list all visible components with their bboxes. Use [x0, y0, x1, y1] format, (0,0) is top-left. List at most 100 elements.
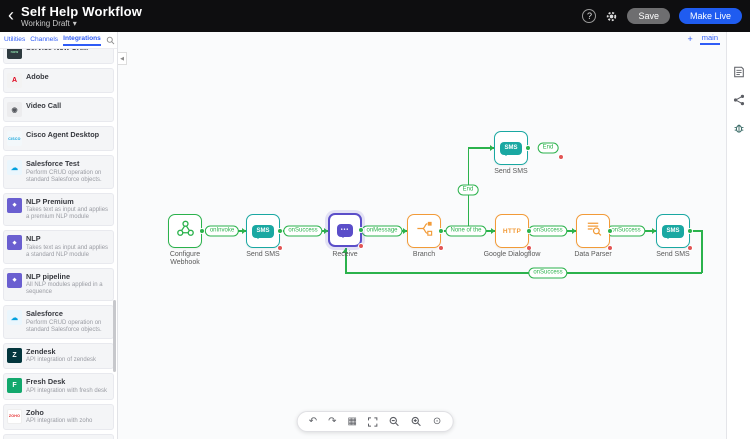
- node-label: Data Parser: [574, 251, 612, 258]
- item-desc: Perform CRUD operation on standard Sales…: [26, 319, 102, 333]
- item-name: NLP Premium: [26, 196, 74, 206]
- failure-port[interactable]: [277, 245, 283, 251]
- sidebar-item-video-call[interactable]: ◉ Video Call: [3, 97, 114, 122]
- undo-icon[interactable]: ↶: [308, 416, 318, 427]
- save-button[interactable]: Save: [627, 8, 670, 24]
- sidebar-item-nlp[interactable]: ◆ NLP Takes text as input and applies a …: [3, 230, 114, 264]
- item-name: Zoho: [26, 407, 44, 417]
- panel-tabs: Utilities Channels Integrations: [0, 32, 117, 49]
- share-icon[interactable]: [733, 94, 745, 106]
- item-name: Cisco Agent Desktop: [26, 130, 100, 139]
- tab-integrations[interactable]: Integrations: [63, 35, 101, 46]
- edge-arrow: [342, 249, 348, 253]
- fit-view-icon[interactable]: [368, 416, 378, 427]
- edge-label: onSuccess: [528, 267, 568, 279]
- item-desc: Takes text as input and applies a standa…: [26, 244, 109, 258]
- item-desc: API integration with zoho: [26, 418, 93, 424]
- edge-arrow: [652, 228, 656, 234]
- salesforce-icon: ☁: [7, 160, 22, 175]
- item-desc: API integration with fresh desk: [26, 387, 108, 394]
- workflow-status-dropdown[interactable]: Working Draft ▾: [21, 19, 142, 28]
- node-label: Branch: [412, 251, 436, 258]
- edge-label: onMessage: [361, 225, 403, 237]
- zoom-in-icon[interactable]: [411, 416, 422, 427]
- title-block: Self Help Workflow Working Draft ▾: [21, 4, 142, 28]
- nlp-icon: ◆: [7, 197, 22, 213]
- tab-channels[interactable]: Channels: [30, 36, 59, 43]
- canvas-toolbar: ↶ ↷ ▦ ⊙: [296, 411, 454, 432]
- failure-port[interactable]: [558, 154, 564, 160]
- search-icon[interactable]: [106, 36, 115, 45]
- sms-icon: SMS: [662, 224, 684, 239]
- http-icon: HTTP: [502, 227, 522, 235]
- redo-icon[interactable]: ↷: [328, 416, 337, 427]
- collapse-panel-button[interactable]: ◀: [118, 52, 127, 65]
- success-port[interactable]: [687, 228, 693, 234]
- sidebar-item-cisco-agent-desktop[interactable]: CISCO Cisco Agent Desktop: [3, 126, 114, 151]
- nlp-icon: ◆: [7, 235, 22, 250]
- failure-port[interactable]: [358, 243, 364, 249]
- integrations-panel: Utilities Channels Integrations now Serv…: [0, 32, 118, 439]
- success-port[interactable]: [438, 228, 444, 234]
- notes-icon[interactable]: [733, 66, 745, 78]
- edge-arrow: [242, 228, 246, 234]
- edge-segment: [345, 248, 347, 273]
- help-button[interactable]: ?: [582, 9, 597, 23]
- success-port[interactable]: [525, 145, 531, 151]
- zendesk-icon: Z: [7, 347, 22, 363]
- edge-segment: [468, 147, 494, 149]
- item-name: NLP: [26, 234, 41, 243]
- item-desc: Takes text as input and applies a premiu…: [26, 207, 109, 220]
- zoom-out-icon[interactable]: [389, 416, 400, 427]
- grid-view-icon[interactable]: ▦: [347, 416, 357, 427]
- success-port[interactable]: [607, 228, 613, 234]
- adobe-icon: A: [7, 73, 22, 88]
- node-data-parser[interactable]: [576, 214, 613, 251]
- edge-arrow: [572, 228, 576, 234]
- failure-port[interactable]: [607, 245, 613, 251]
- item-name: Salesforce Test: [26, 159, 80, 168]
- node-configure-webhook[interactable]: [168, 214, 205, 248]
- sidebar-item-zoho[interactable]: ZOHO Zoho API integration with zoho: [3, 403, 114, 430]
- flow-tabs: + main: [687, 33, 720, 45]
- branch-icon: [415, 219, 434, 243]
- sidebar-item-adobe[interactable]: A Adobe: [3, 68, 114, 93]
- workflow-canvas[interactable]: ◀ + main onInvoke onSuccess onMessage No…: [118, 32, 726, 439]
- salesforce-icon: ☁: [7, 310, 22, 325]
- success-port[interactable]: [358, 227, 364, 233]
- node-google-dialogflow[interactable]: HTTP: [495, 214, 532, 251]
- add-flow-button[interactable]: +: [687, 34, 693, 44]
- failure-port[interactable]: [687, 245, 693, 251]
- make-live-button[interactable]: Make Live: [678, 8, 742, 24]
- node-receive[interactable]: •••: [328, 213, 364, 249]
- success-port[interactable]: [526, 228, 532, 234]
- item-name: Video Call: [26, 101, 62, 110]
- sidebar-item-salesforce[interactable]: ☁ Salesforce Perform CRUD operation on s…: [3, 305, 114, 339]
- webhook-icon: [176, 219, 195, 243]
- node-send-sms-2[interactable]: SMS: [656, 214, 693, 251]
- center-view-icon[interactable]: ⊙: [432, 416, 442, 427]
- sidebar-item-nlp-pipeline[interactable]: ◆ NLP pipeline All NLP modules applied i…: [3, 267, 114, 301]
- sidebar-item-fresh-desk[interactable]: F Fresh Desk API integration with fresh …: [3, 373, 114, 400]
- failure-port[interactable]: [526, 245, 532, 251]
- success-port[interactable]: [199, 228, 205, 234]
- sidebar-item-salesforce-test[interactable]: ☁ Salesforce Test Perform CRUD operation…: [3, 155, 114, 189]
- node-send-sms-top[interactable]: SMS: [494, 131, 531, 165]
- item-desc: API integration of zendesk: [26, 357, 97, 363]
- sidebar-item-authentication[interactable]: A Authentication Get api_key and token, …: [3, 434, 114, 439]
- top-header: ‹ Self Help Workflow Working Draft ▾ ? S…: [0, 0, 750, 32]
- sidebar-item-nlp-premium[interactable]: ◆ NLP Premium Takes text as input and ap…: [3, 192, 114, 226]
- sidebar-item-zendesk[interactable]: Z Zendesk API integration of zendesk: [3, 342, 114, 369]
- panel-scrollbar[interactable]: [113, 300, 116, 372]
- node-send-sms-1[interactable]: SMS: [246, 214, 283, 251]
- node-branch[interactable]: [407, 214, 444, 251]
- zoho-icon: ZOHO: [7, 408, 22, 424]
- gear-icon[interactable]: [605, 10, 618, 23]
- tab-utilities[interactable]: Utilities: [4, 36, 26, 43]
- flow-tab-main[interactable]: main: [699, 33, 720, 45]
- caret-down-icon: ▾: [72, 19, 77, 28]
- success-port[interactable]: [277, 228, 283, 234]
- failure-port[interactable]: [438, 245, 444, 251]
- debug-bug-icon[interactable]: [733, 122, 745, 134]
- back-icon[interactable]: ‹: [8, 5, 14, 25]
